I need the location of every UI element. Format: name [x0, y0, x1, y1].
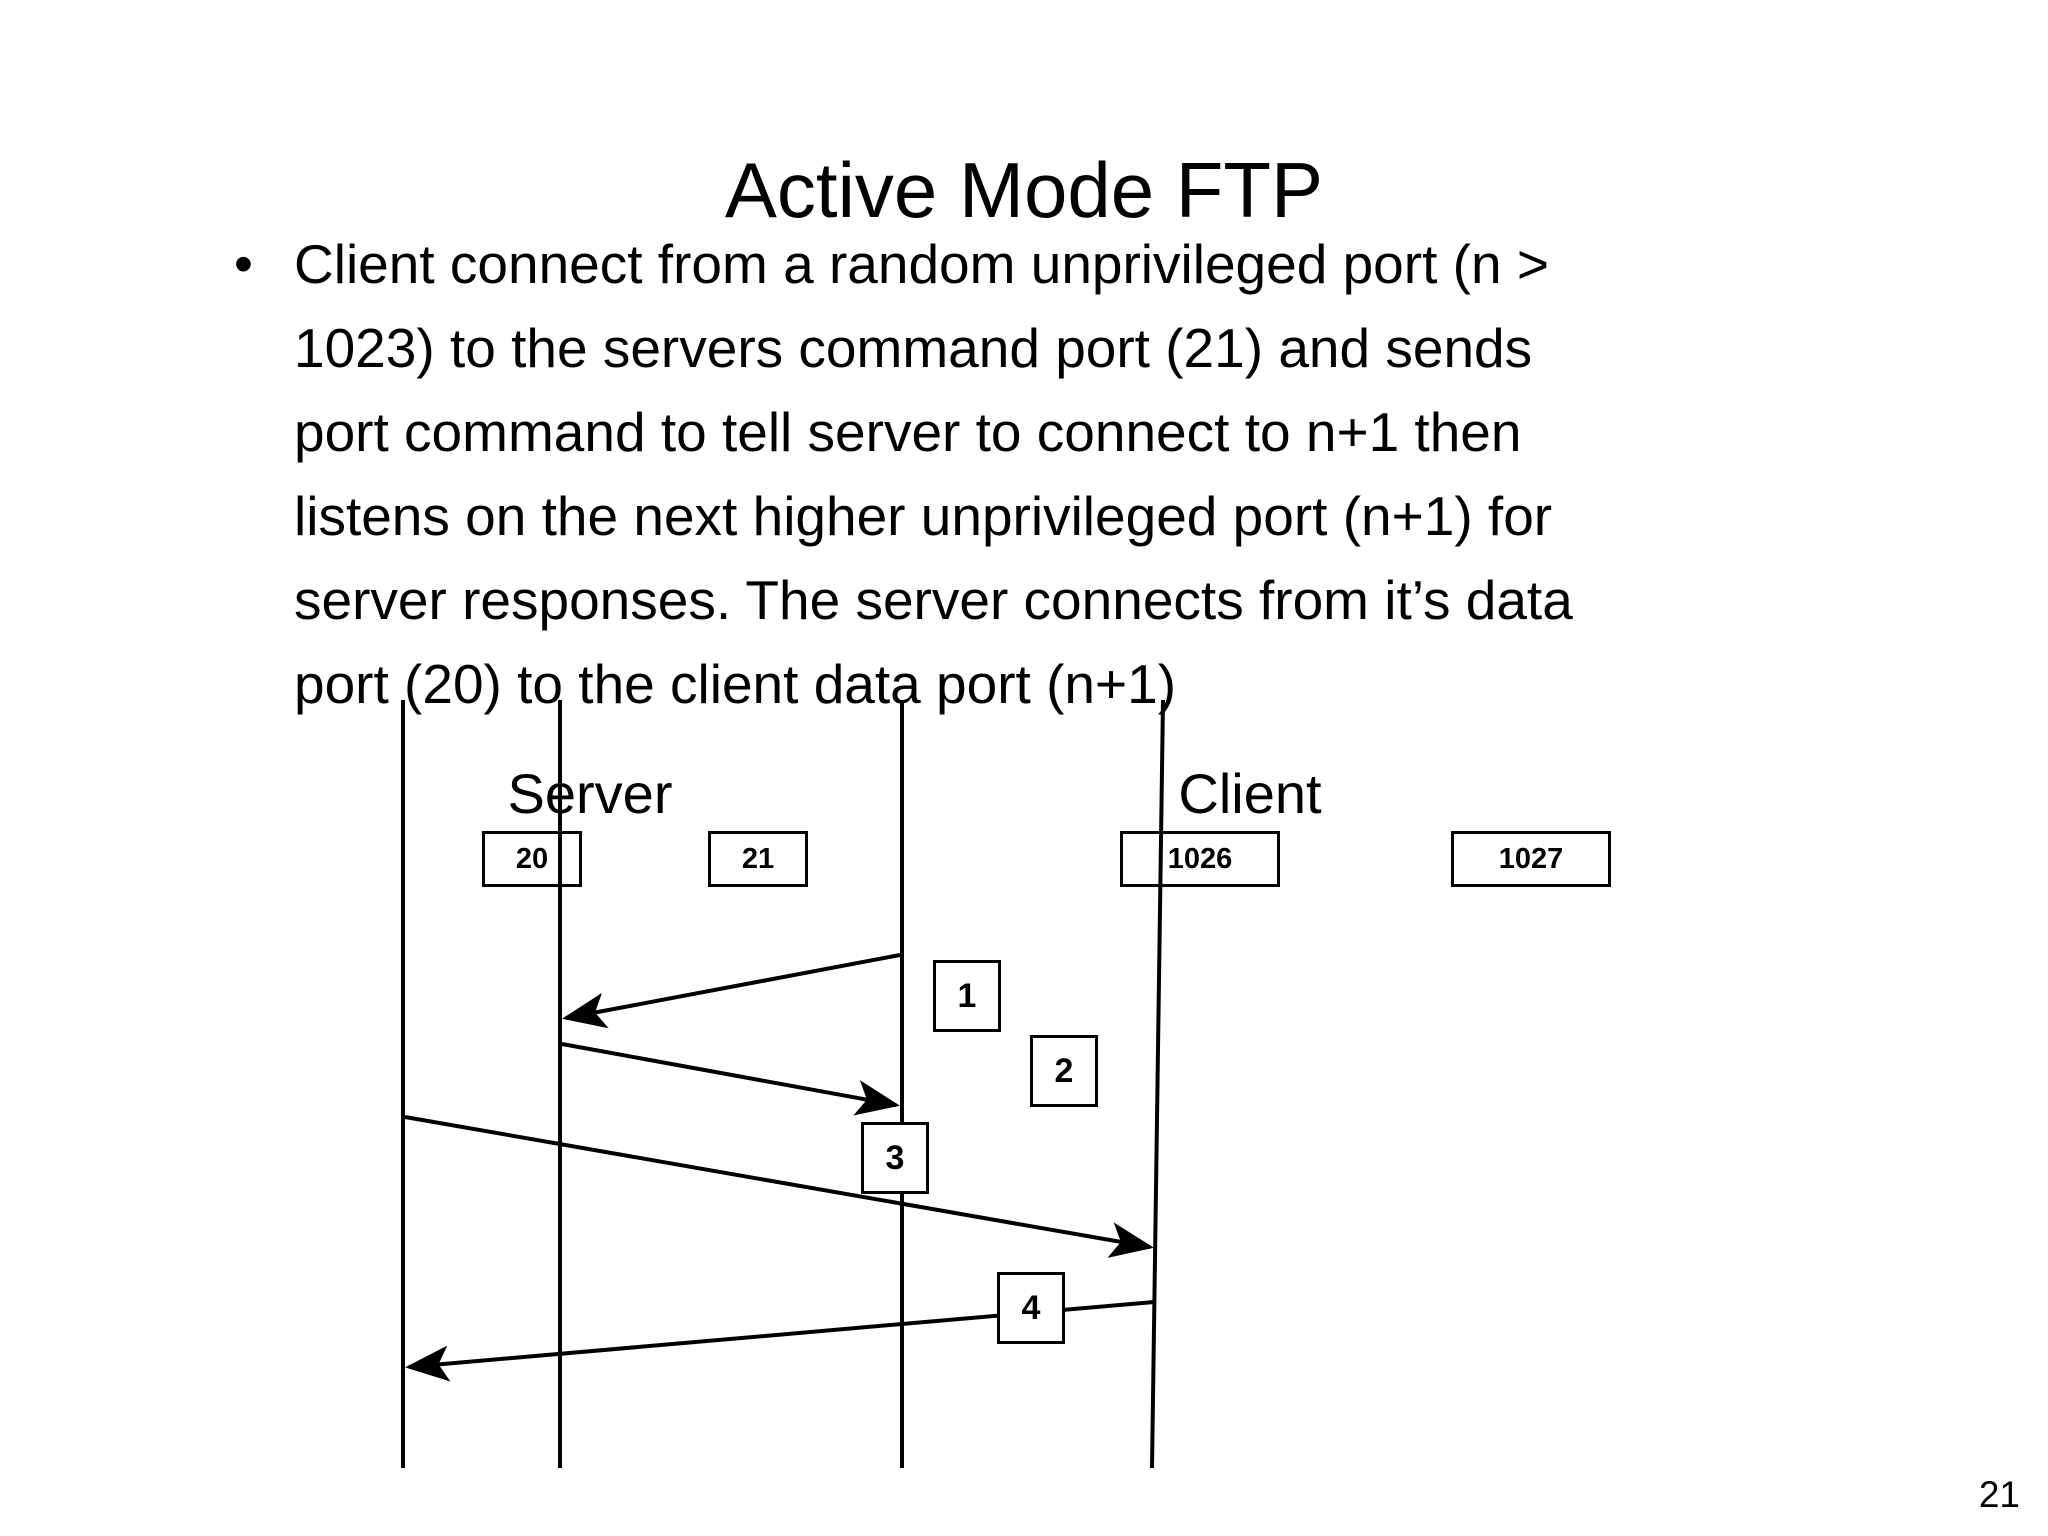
- page-title: Active Mode FTP: [724, 146, 1324, 235]
- bullet-point-icon: •: [234, 234, 253, 294]
- diagram-party-label-client: Client: [1178, 762, 1322, 825]
- body-line: 1023) to the servers command port (21) a…: [294, 317, 1533, 379]
- port-box-21: 21: [708, 831, 808, 887]
- message-label-1: 1: [933, 960, 1001, 1032]
- port-box-1027: 1027: [1451, 831, 1611, 887]
- body-line: listens on the next higher unprivileged …: [294, 485, 1553, 547]
- body-line: server responses. The server connects fr…: [294, 569, 1573, 631]
- message-arrow-3: [404, 1115, 1154, 1258]
- message-arrow-2: [561, 1042, 900, 1116]
- body-line: Client connect from a random unprivilege…: [294, 233, 1549, 295]
- message-label-2: 2: [1030, 1035, 1098, 1107]
- diagram-party-label-server: Server: [507, 762, 673, 825]
- message-label-3: 3: [861, 1122, 929, 1194]
- port-box-20: 20: [482, 831, 582, 887]
- bullet-item-text: Client connect from a random unprivilege…: [294, 222, 1926, 726]
- list-item: • Client connect from a random unprivile…: [226, 222, 1926, 726]
- page-number: 21: [1978, 1474, 2020, 1515]
- port-box-1026: 1026: [1120, 831, 1280, 887]
- bullet-list: • Client connect from a random unprivile…: [226, 222, 1926, 726]
- message-arrow-1: [562, 953, 901, 1029]
- message-label-4: 4: [997, 1272, 1065, 1344]
- body-line: port command to tell server to connect t…: [294, 401, 1522, 463]
- body-line: port (20) to the client data port (n+1): [294, 653, 1177, 715]
